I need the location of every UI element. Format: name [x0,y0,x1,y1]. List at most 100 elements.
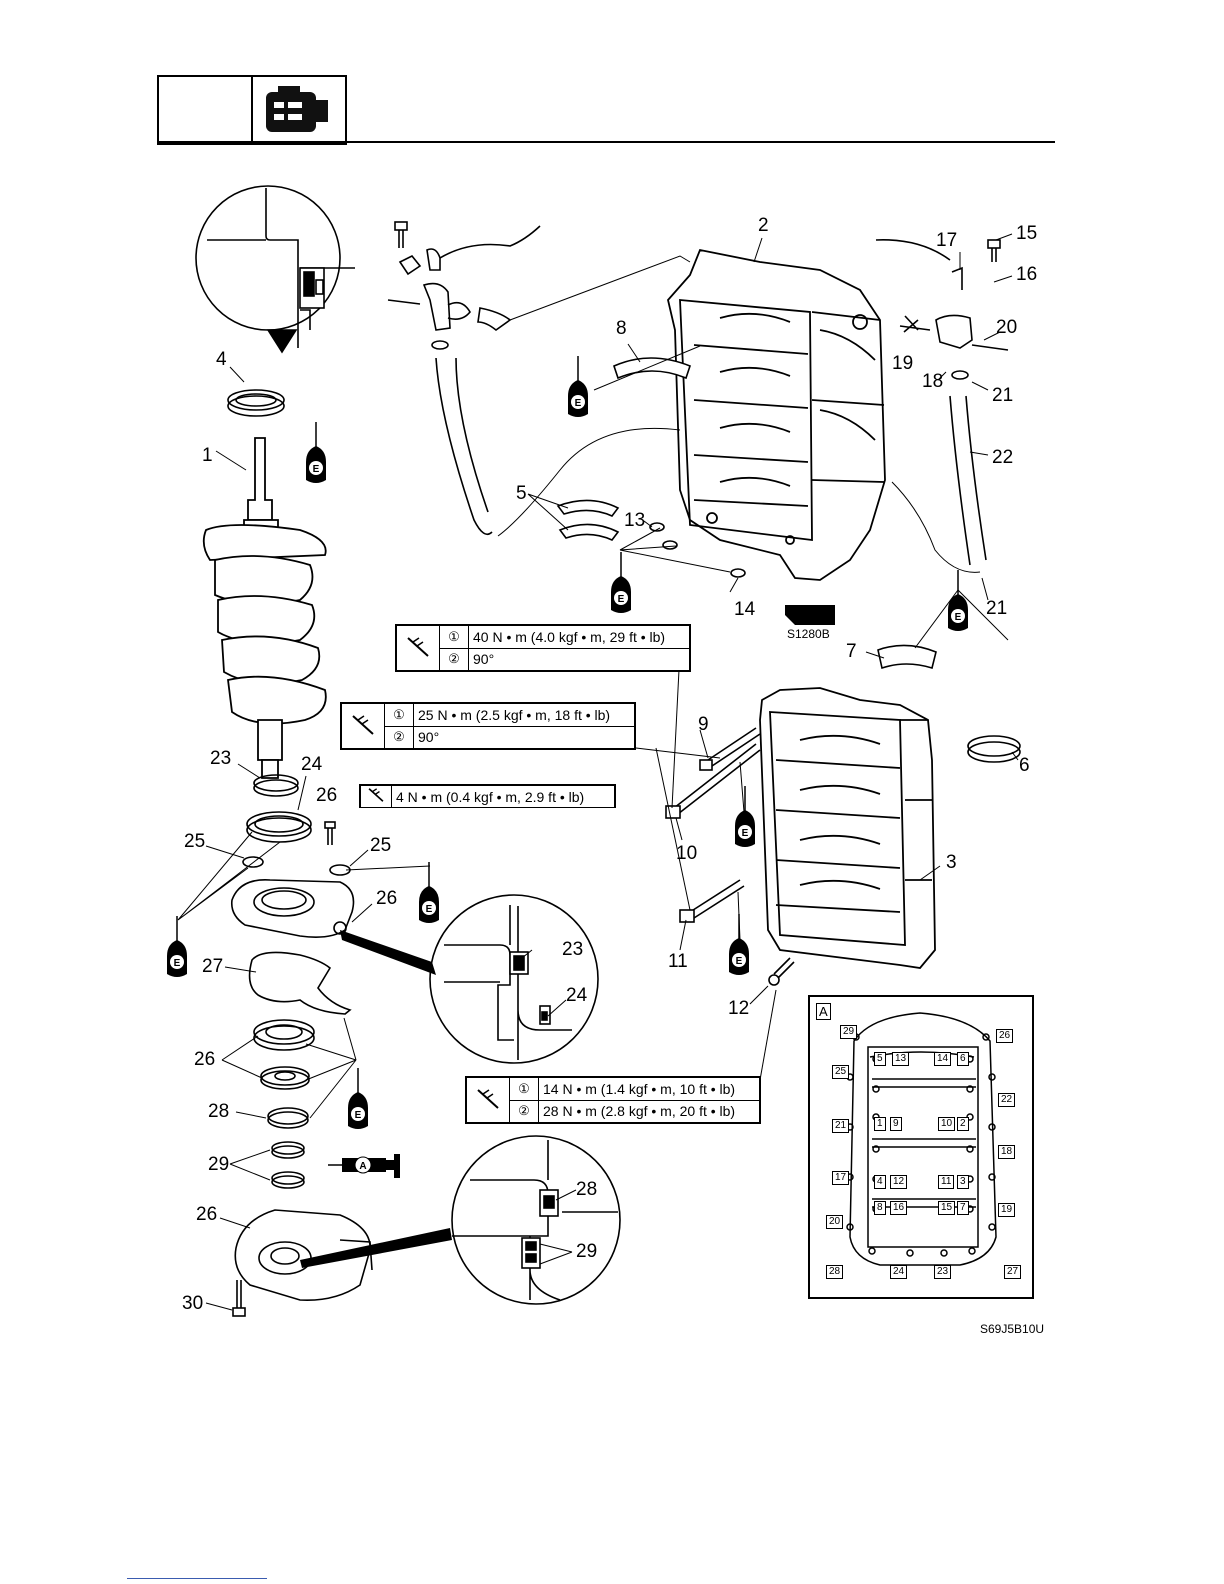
seq-tag-4: 4 [874,1175,886,1189]
seq-tag-2: 2 [957,1117,969,1131]
lubricant-e-badge: E [167,916,187,977]
torque-value-2: 28 N • m (2.8 kgf • m, 20 ft • lb) [538,1099,760,1123]
torque-step-2: ② [384,725,414,749]
seq-tag-8: 8 [874,1201,886,1215]
engine-block-icon [266,86,328,132]
seq-tag-13: 13 [892,1052,910,1066]
torque-step-2: ② [509,1099,539,1123]
oil-pump-cover-upper [230,879,355,938]
oil-seal-detail-circle [195,185,355,354]
detail-callout-24: 24 [566,985,588,1006]
lubricant-e-badge: E [948,570,968,631]
svg-text:E: E [355,1110,362,1121]
torque-step-1: ① [509,1077,539,1101]
detail-callout-23: 23 [562,939,584,960]
lubricant-e-badge: E [306,422,326,483]
seq-tag-14: 14 [934,1052,952,1066]
torque-step-1: ① [439,625,469,649]
oil-pump-housing-lower [234,1209,373,1302]
grease-a-badge: A [328,1154,400,1178]
svg-text:E: E [618,594,625,605]
callout-16: 16 [1016,264,1038,285]
lubricant-e-badge: E [729,914,749,975]
seq-tag-22: 22 [998,1093,1016,1107]
lubricant-e-badge: E [735,786,755,847]
lubricant-e-badge: E [611,552,631,613]
header-icon-box [251,75,347,145]
callout-26-housing: 26 [196,1204,218,1225]
callout-21-top: 21 [992,385,1014,406]
torque-wrench-icon [368,788,384,802]
callout-8: 8 [616,318,627,339]
lubricant-e-badge: E [348,1068,368,1129]
seq-tag-28: 28 [826,1265,844,1279]
callout-25-right: 25 [370,835,392,856]
callout-15: 15 [1016,223,1038,244]
seq-tag-11: 11 [938,1175,955,1189]
callout-10: 10 [676,843,698,864]
torque-value-1: 40 N • m (4.0 kgf • m, 29 ft • lb) [468,625,690,649]
svg-text:E: E [426,904,433,915]
footer-link-underline[interactable] [127,1578,267,1579]
lubricant-e-badge: E [419,862,439,923]
callout-24: 24 [301,754,323,775]
callout-29: 29 [208,1154,230,1175]
crankshaft [202,437,327,779]
callout-20: 20 [996,317,1018,338]
seq-tag-6: 6 [957,1052,969,1066]
seq-tag-18: 18 [998,1145,1016,1159]
torque-value-2: 90° [413,725,635,749]
callout-9: 9 [698,714,709,735]
callout-18: 18 [922,371,944,392]
sealant-code: S1280B [787,627,830,641]
torque-step-2: ② [439,647,469,671]
detail-callout-29: 29 [576,1241,598,1262]
seq-tag-26: 26 [996,1029,1014,1043]
callout-17: 17 [936,230,958,251]
callout-2: 2 [758,215,769,236]
svg-text:E: E [174,958,181,969]
seq-tag-9: 9 [890,1117,902,1131]
callout-3: 3 [946,852,957,873]
seq-tag-23: 23 [934,1265,952,1279]
callout-25-left: 25 [184,831,206,852]
callout-13: 13 [624,510,646,531]
torque-value-2: 90° [468,647,690,671]
callout-30: 30 [182,1293,204,1314]
seq-tag-27: 27 [1004,1265,1022,1279]
crankcase-upper [667,248,886,581]
tightening-sequence-inset: A 29 26 5 13 14 6 25 22 1 9 10 2 21 18 1… [808,995,1034,1299]
callout-19: 19 [892,353,914,374]
svg-text:E: E [955,612,962,623]
torque-wrench-icon [477,1088,499,1109]
seq-tag-3: 3 [957,1175,969,1189]
callout-7: 7 [846,641,857,662]
thermo-sensor-right [875,239,1009,566]
callout-26-rotor: 26 [194,1049,216,1070]
header-left-box [157,75,253,145]
torque-value-1: 25 N • m (2.5 kgf • m, 18 ft • lb) [413,703,635,727]
torque-value-1: 14 N • m (1.4 kgf • m, 10 ft • lb) [538,1077,760,1101]
seq-tag-16: 16 [890,1201,908,1215]
callout-26-bolt: 26 [316,785,338,806]
callout-22: 22 [992,447,1014,468]
thermo-sensor-left [387,221,541,536]
seq-tag-20: 20 [826,1215,844,1229]
crankcase-lower [759,687,936,969]
inset-label: A [816,1003,831,1020]
seq-tag-15: 15 [938,1201,956,1215]
callout-1: 1 [202,445,213,466]
seq-tag-25: 25 [832,1065,850,1079]
torque-wrench-icon [407,636,429,657]
seq-tag-10: 10 [938,1117,956,1131]
seq-tag-24: 24 [890,1265,908,1279]
callout-6: 6 [1019,755,1030,776]
callout-27: 27 [202,956,224,977]
torque-value-1: 4 N • m (0.4 kgf • m, 2.9 ft • lb) [391,785,615,808]
seq-tag-1: 1 [874,1117,886,1131]
seq-tag-21: 21 [832,1119,850,1133]
seal-detail-circle-23-24 [429,894,599,1064]
seq-tag-12: 12 [890,1175,908,1189]
